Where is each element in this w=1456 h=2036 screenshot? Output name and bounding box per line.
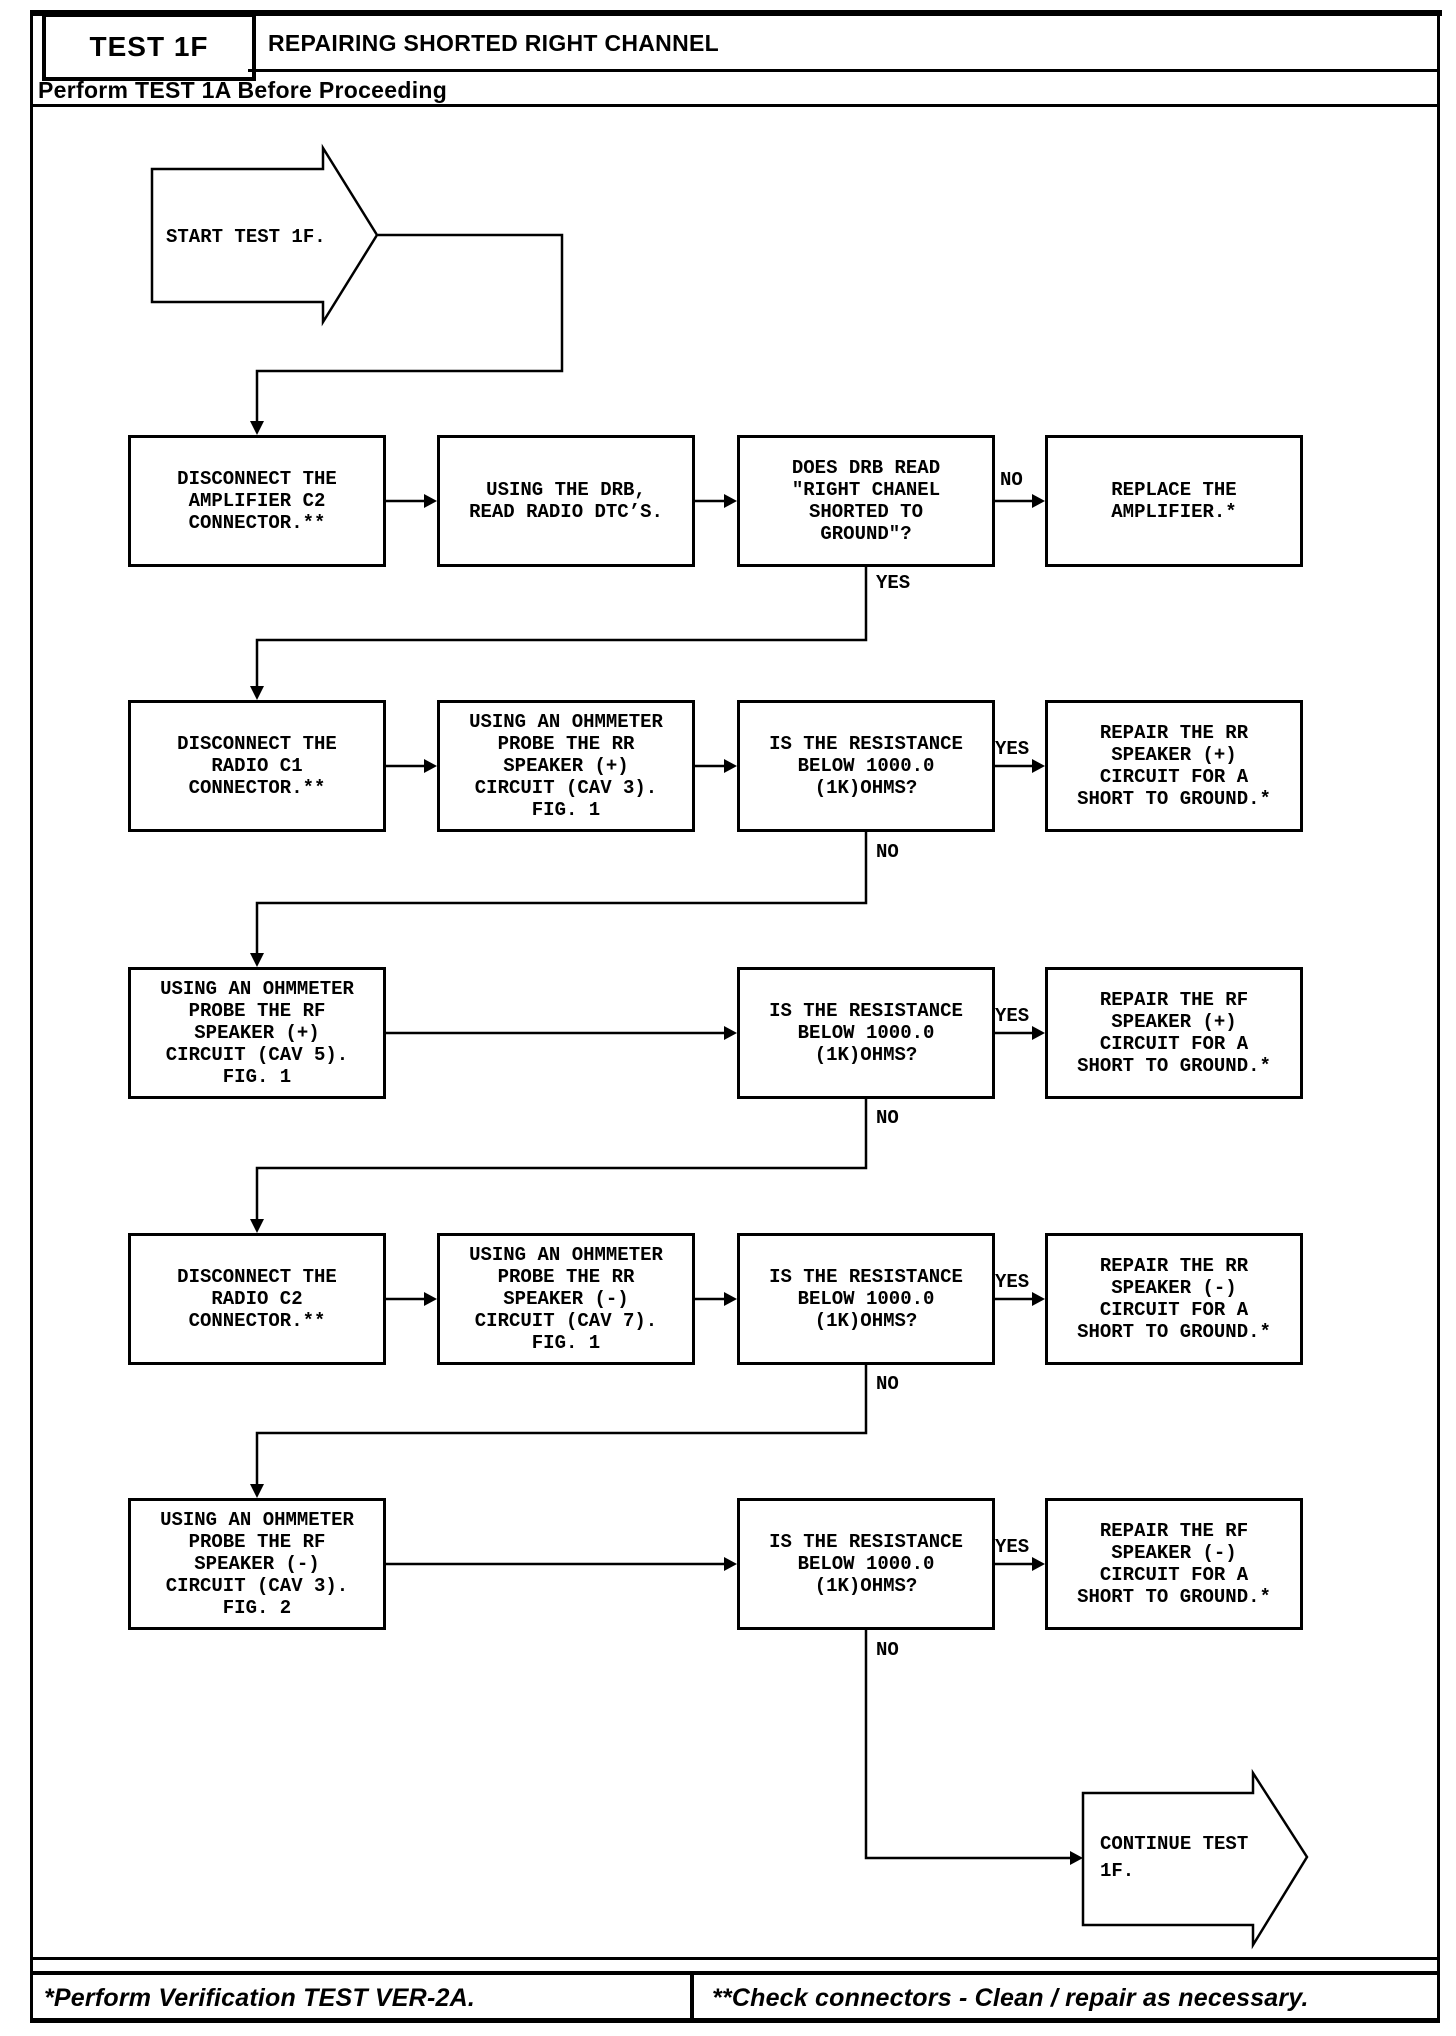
- subheader-divider-line: [30, 104, 1437, 107]
- footer-divider: [690, 1971, 694, 2022]
- arrowhead: [1032, 1557, 1045, 1571]
- footer-top-border: [30, 1971, 1440, 1975]
- edge-label-r3-no: NO: [876, 1107, 899, 1129]
- connector-r1c3-r2c1-yes: [255, 567, 868, 686]
- connector-r3c3-r4c1-no: [255, 1099, 868, 1219]
- edge-label-r4-yes: YES: [995, 1271, 1030, 1293]
- box-read-radio-dtcs: USING THE DRB, READ RADIO DTC’S.: [437, 435, 695, 567]
- test-id-box: TEST 1F: [42, 13, 256, 81]
- arrowhead: [424, 1292, 437, 1306]
- page-border-left: [30, 10, 33, 2023]
- start-arrow-label: START TEST 1F.: [166, 226, 326, 248]
- arrowhead: [250, 1219, 264, 1233]
- arrowhead: [724, 759, 737, 773]
- box-probe-rr-speaker-minus: USING AN OHMMETER PROBE THE RR SPEAKER (…: [437, 1233, 695, 1365]
- arrowhead: [1032, 1292, 1045, 1306]
- box-repair-rr-speaker-plus: REPAIR THE RR SPEAKER (+) CIRCUIT FOR A …: [1045, 700, 1303, 832]
- edge-label-r4-no: NO: [876, 1373, 899, 1395]
- connector-r5c3-continue-no: [864, 1630, 1070, 1860]
- edge-label-r2-no: NO: [876, 841, 899, 863]
- arrowhead: [1032, 494, 1045, 508]
- decision-resistance-below-1k-1: IS THE RESISTANCE BELOW 1000.0 (1K)OHMS?: [737, 700, 995, 832]
- decision-resistance-below-1k-2: IS THE RESISTANCE BELOW 1000.0 (1K)OHMS?: [737, 967, 995, 1099]
- box-disconnect-radio-c1: DISCONNECT THE RADIO C1 CONNECTOR.**: [128, 700, 386, 832]
- arrowhead: [724, 1557, 737, 1571]
- arrowhead: [724, 1292, 737, 1306]
- box-probe-rf-speaker-plus: USING AN OHMMETER PROBE THE RF SPEAKER (…: [128, 967, 386, 1099]
- box-repair-rf-speaker-plus: REPAIR THE RF SPEAKER (+) CIRCUIT FOR A …: [1045, 967, 1303, 1099]
- page-border-bottom: [30, 2018, 1440, 2023]
- page-subtitle: Perform TEST 1A Before Proceeding: [38, 77, 448, 103]
- edge-label-r1-no: NO: [1000, 469, 1023, 491]
- flowchart-bottom-border: [30, 1957, 1437, 1960]
- arrowhead: [250, 686, 264, 700]
- arrowhead: [250, 421, 264, 435]
- continue-arrow-shape: [1081, 1768, 1309, 1950]
- decision-drb-right-channel-shorted: DOES DRB READ "RIGHT CHANEL SHORTED TO G…: [737, 435, 995, 567]
- arrowhead: [724, 494, 737, 508]
- page-title: REPAIRING SHORTED RIGHT CHANNEL: [268, 30, 719, 56]
- arrowhead: [424, 494, 437, 508]
- box-probe-rf-speaker-minus: USING AN OHMMETER PROBE THE RF SPEAKER (…: [128, 1498, 386, 1630]
- box-repair-rr-speaker-minus: REPAIR THE RR SPEAKER (-) CIRCUIT FOR A …: [1045, 1233, 1303, 1365]
- box-probe-rr-speaker-plus: USING AN OHMMETER PROBE THE RR SPEAKER (…: [437, 700, 695, 832]
- arrowhead: [1032, 759, 1045, 773]
- continue-arrow-label: CONTINUE TEST 1F.: [1100, 1833, 1249, 1882]
- edge-label-r1-yes: YES: [876, 572, 911, 594]
- arrowhead: [250, 1484, 264, 1498]
- footer-note-connectors: **Check connectors - Clean / repair as n…: [712, 1984, 1309, 2012]
- arrowhead: [1032, 1026, 1045, 1040]
- start-arrow-shape: [150, 143, 379, 327]
- arrowhead: [724, 1026, 737, 1040]
- edge-label-r3-yes: YES: [995, 1005, 1030, 1027]
- box-repair-rf-speaker-minus: REPAIR THE RF SPEAKER (-) CIRCUIT FOR A …: [1045, 1498, 1303, 1630]
- box-replace-amplifier: REPLACE THE AMPLIFIER.*: [1045, 435, 1303, 567]
- test-id-label: TEST 1F: [89, 31, 209, 62]
- arrowhead: [250, 953, 264, 967]
- edge-label-r5-yes: YES: [995, 1536, 1030, 1558]
- edge-label-r2-yes: YES: [995, 738, 1030, 760]
- box-disconnect-radio-c2: DISCONNECT THE RADIO C2 CONNECTOR.**: [128, 1233, 386, 1365]
- decision-resistance-below-1k-3: IS THE RESISTANCE BELOW 1000.0 (1K)OHMS?: [737, 1233, 995, 1365]
- connector-start-to-r1c1: [255, 233, 564, 421]
- connector-r2c3-r3c1-no: [255, 832, 868, 953]
- arrowhead: [1070, 1851, 1083, 1865]
- page-border-top: [30, 10, 1442, 16]
- edge-label-r5-no: NO: [876, 1639, 899, 1661]
- page-border-right: [1437, 10, 1440, 2023]
- footer-note-verification: *Perform Verification TEST VER-2A.: [44, 1984, 475, 2012]
- header-divider-line: [248, 69, 1437, 72]
- decision-resistance-below-1k-4: IS THE RESISTANCE BELOW 1000.0 (1K)OHMS?: [737, 1498, 995, 1630]
- connector-r4c3-r5c1-no: [255, 1365, 868, 1484]
- box-disconnect-amplifier-c2: DISCONNECT THE AMPLIFIER C2 CONNECTOR.**: [128, 435, 386, 567]
- arrowhead: [424, 759, 437, 773]
